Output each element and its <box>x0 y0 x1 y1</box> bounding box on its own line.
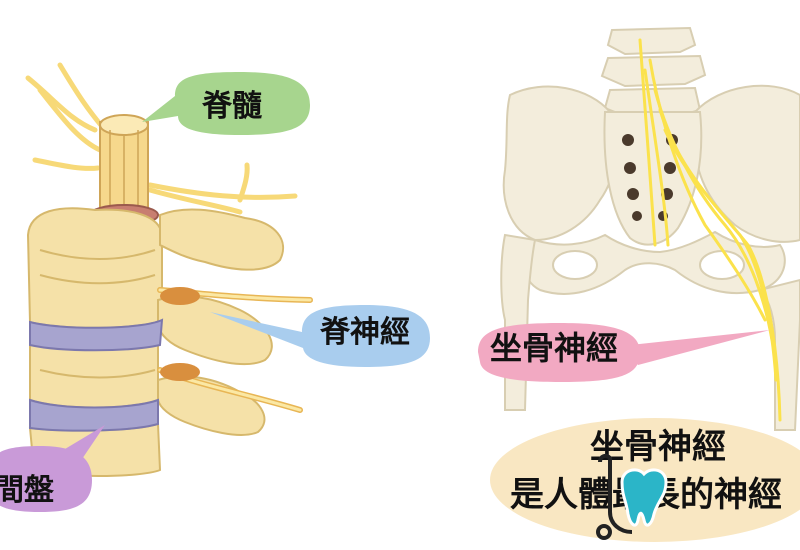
spinal-cord-label: 脊髓 <box>202 92 262 122</box>
right-ilium <box>695 86 800 242</box>
left-ilium <box>504 87 616 240</box>
intervertebral-disc-label: 間盤 <box>0 476 54 506</box>
spinal-nerve-label: 脊神經 <box>320 318 410 348</box>
medical-tooth-logo-icon <box>592 452 672 542</box>
sciatic-nerve-label: 坐骨神經 <box>490 332 618 364</box>
left-femur <box>501 235 535 410</box>
